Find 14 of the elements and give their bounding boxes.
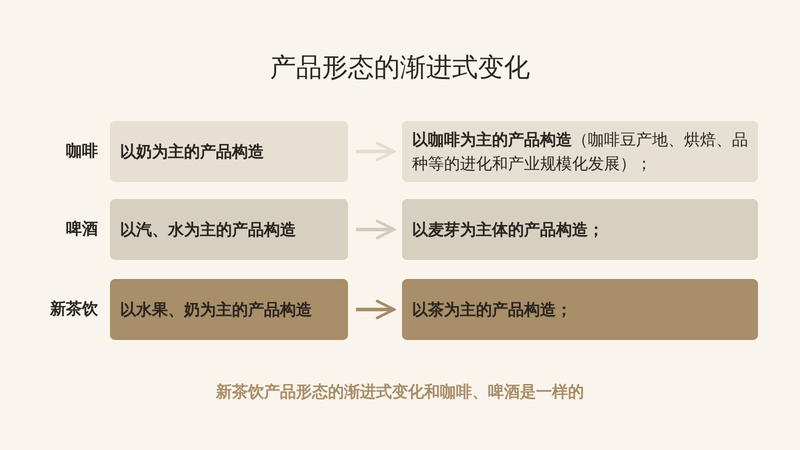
- text-box: 以汽、水为主的产品构造: [110, 199, 348, 260]
- caption: 新茶饮产品形态的渐进式变化和咖啡、啤酒是一样的: [214, 381, 585, 403]
- row-label: 咖啡: [66, 140, 98, 162]
- arrow: [356, 300, 396, 320]
- arrow: [356, 142, 396, 162]
- row-label: 新茶饮: [50, 298, 98, 320]
- arrow: [356, 220, 396, 240]
- row-label: 啤酒: [66, 218, 98, 240]
- text-box: 以奶为主的产品构造: [110, 121, 348, 182]
- text-box: 以麦芽为主体的产品构造；: [402, 199, 758, 260]
- title: 产品形态的渐进式变化: [269, 52, 531, 85]
- text-box: 以咖啡为主的产品构造（咖啡豆产地、烘焙、品种等的进化和产业规模化发展）；: [402, 121, 758, 182]
- text-box: 以水果、奶为主的产品构造: [110, 279, 348, 340]
- text-box: 以茶为主的产品构造；: [402, 279, 758, 340]
